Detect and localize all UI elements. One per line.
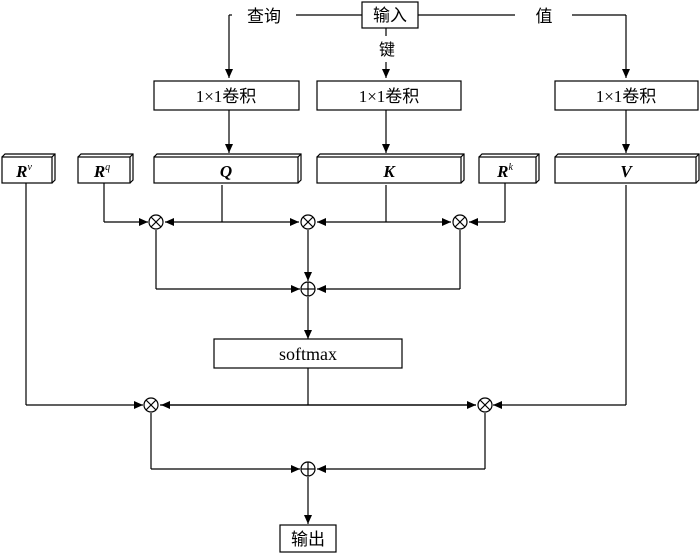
output-label: 输出 bbox=[291, 530, 325, 550]
tensor-q-box bbox=[153, 153, 302, 184]
tensor-rq-label: Rq bbox=[93, 162, 110, 181]
tensor-k-label: K bbox=[382, 162, 396, 181]
key-label: 键 bbox=[379, 40, 395, 59]
multiply-operator-icon bbox=[148, 214, 164, 230]
conv-query-box: 1×1卷积 bbox=[153, 80, 300, 111]
tensor-rv-box bbox=[1, 153, 56, 184]
multiply-operator-icon bbox=[477, 397, 493, 413]
input-label: 输入 bbox=[373, 6, 407, 26]
tensor-rk-box bbox=[478, 153, 540, 184]
value-label: 值 bbox=[536, 7, 553, 27]
conv-query-label: 1×1卷积 bbox=[196, 87, 257, 106]
tensor-v-label: V bbox=[620, 162, 633, 181]
multiply-operator-icon bbox=[300, 214, 316, 230]
query-label: 查询 bbox=[247, 7, 281, 27]
input-box: 输入 bbox=[361, 1, 419, 29]
multiply-operator-icon bbox=[143, 397, 159, 413]
tensor-v-box bbox=[554, 153, 700, 184]
conv-key-label: 1×1卷积 bbox=[359, 87, 420, 106]
softmax-label: softmax bbox=[279, 344, 337, 364]
output-box: 输出 bbox=[279, 524, 337, 553]
tensor-rq-box bbox=[77, 153, 134, 184]
multiply-operator-icon bbox=[452, 214, 468, 230]
tensor-q-label: Q bbox=[220, 162, 232, 181]
conv-value-label: 1×1卷积 bbox=[596, 87, 657, 106]
add-operator-icon bbox=[300, 461, 316, 477]
tensor-k-box bbox=[316, 153, 465, 184]
softmax-box: softmax bbox=[213, 338, 403, 369]
tensor-rk-label: Rk bbox=[496, 162, 513, 181]
connector-lines bbox=[25, 14, 630, 524]
tensor-rv-label: Rv bbox=[15, 162, 32, 181]
conv-value-box: 1×1卷积 bbox=[554, 80, 699, 111]
add-operator-icon bbox=[300, 281, 316, 297]
conv-key-box: 1×1卷积 bbox=[316, 80, 462, 111]
